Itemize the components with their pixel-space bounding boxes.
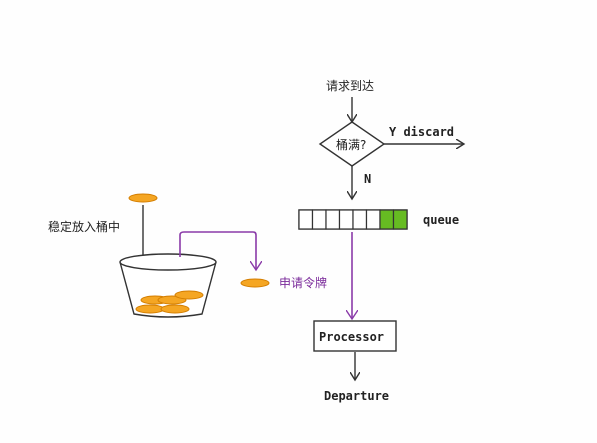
- queue-label: queue: [423, 213, 459, 227]
- processor-box: [313, 320, 397, 352]
- arrow-token-out: [179, 231, 256, 269]
- no-label: N: [364, 172, 371, 186]
- issued-token: [240, 278, 270, 288]
- queue-slot-empty: [325, 209, 341, 230]
- processor-label: Processor: [319, 330, 384, 344]
- falling-token: [128, 193, 158, 203]
- departure-label: Departure: [324, 389, 389, 403]
- queue-slot-empty: [365, 209, 381, 230]
- queue-slot-filled: [379, 209, 395, 230]
- yes-discard-label: Y discard: [389, 125, 454, 139]
- request-token-label: 申请令牌: [279, 275, 327, 290]
- bucket-full-label: 桶满?: [336, 137, 366, 152]
- queue-slot-empty: [311, 209, 327, 230]
- bucket-tokens: [135, 290, 204, 314]
- queue-slot-empty: [352, 209, 368, 230]
- queue-slot-empty: [338, 209, 354, 230]
- queue-slot-filled: [392, 209, 408, 230]
- queue: [298, 209, 408, 230]
- request-arrives-label: 请求到达: [326, 79, 374, 93]
- queue-slot-empty: [298, 209, 314, 230]
- bucket: [119, 253, 217, 318]
- steady-put-label: 稳定放入桶中: [48, 219, 120, 234]
